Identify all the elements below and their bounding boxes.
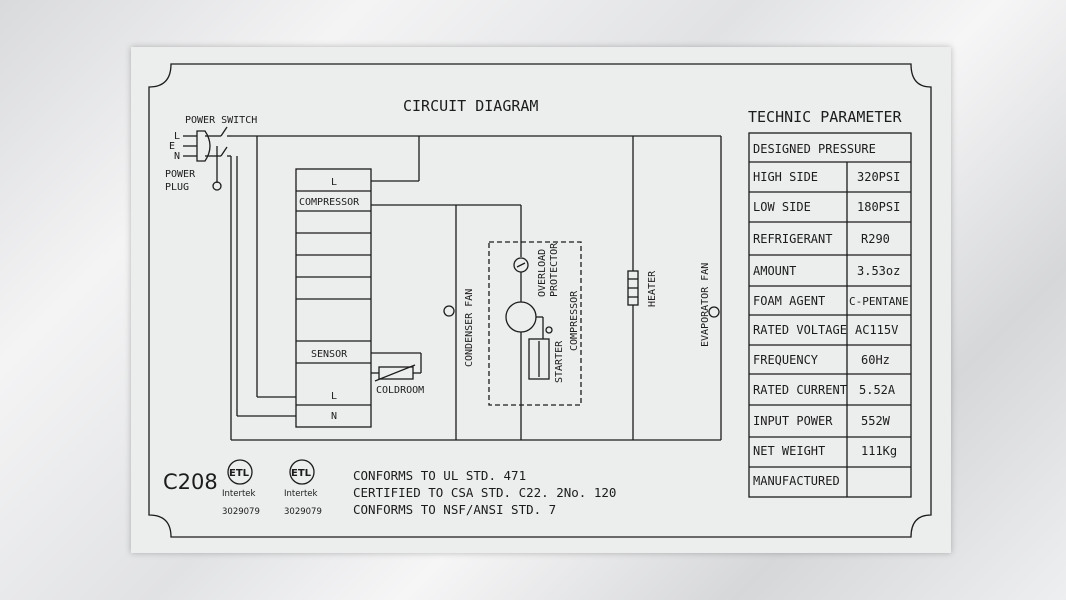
- coldroom-sensor-icon: [371, 352, 422, 382]
- param-label: RATED VOLTAGE: [753, 323, 847, 337]
- compressor-group: [488, 241, 582, 406]
- param-label: HIGH SIDE: [753, 170, 818, 184]
- param-label: FREQUENCY: [753, 353, 819, 367]
- standard-line: CONFORMS TO UL STD. 471: [353, 468, 526, 483]
- power-plug-icon: [183, 130, 211, 162]
- param-label: NET WEIGHT: [753, 444, 825, 458]
- param-label: AMOUNT: [753, 264, 796, 278]
- param-value: 111Kg: [861, 444, 897, 458]
- param-value: AC115V: [855, 323, 898, 337]
- param-label: RATED CURRENT: [753, 383, 847, 397]
- evaporator-fan-icon: [708, 306, 720, 318]
- condenser-fan-icon: [443, 305, 455, 317]
- plate-border: [148, 63, 932, 538]
- param-value: 3.53oz: [857, 264, 900, 278]
- plug-letter-n: N: [174, 151, 180, 162]
- param-label: MANUFACTURED: [753, 474, 840, 488]
- compressor-motor-icon: [505, 301, 537, 333]
- rating-plate: CIRCUIT DIAGRAM POWER SWITCH L E N POWER…: [131, 47, 951, 553]
- power-switch-icon: [205, 126, 231, 157]
- controller-row-compressor: COMPRESSOR: [299, 197, 360, 208]
- param-value: 180PSI: [857, 200, 900, 214]
- param-value: 60Hz: [861, 353, 890, 367]
- param-value: 320PSI: [857, 170, 900, 184]
- certificate-number: 3029079: [222, 507, 260, 517]
- param-label: FOAM AGENT: [753, 294, 825, 308]
- power-plug-label-2: PLUG: [165, 182, 189, 193]
- coldroom-label: COLDROOM: [376, 385, 424, 396]
- etl-logo-text: ETL: [291, 468, 312, 479]
- param-value: 5.52A: [859, 383, 896, 397]
- overload-protector-label-1: OVERLOAD: [537, 249, 548, 297]
- controller-block: [295, 168, 372, 428]
- parameters-table: [748, 132, 912, 498]
- etl-mark-icon: [227, 459, 253, 485]
- diagram-title: CIRCUIT DIAGRAM: [403, 97, 538, 115]
- controller-row-sensor: SENSOR: [311, 349, 348, 360]
- controller-row-l: L: [331, 177, 337, 188]
- certificate-number: 3029079: [284, 507, 322, 517]
- power-switch-label: POWER SWITCH: [185, 115, 257, 126]
- param-label: LOW SIDE: [753, 200, 811, 214]
- intertek-label: Intertek: [222, 489, 256, 499]
- param-value: R290: [861, 232, 890, 246]
- param-value: 552W: [861, 414, 891, 428]
- etl-mark-icon: [289, 459, 315, 485]
- param-label: REFRIGERANT: [753, 232, 832, 246]
- parameters-title: TECHNIC PARAMETER: [748, 108, 902, 126]
- compressor-label: COMPRESSOR: [569, 290, 580, 351]
- standard-line: CONFORMS TO NSF/ANSI STD. 7: [353, 502, 556, 517]
- etl-logo-text: ETL: [229, 468, 250, 479]
- parameters-section: DESIGNED PRESSURE: [753, 142, 876, 156]
- ground-icon-compressor: [545, 326, 553, 334]
- intertek-label: Intertek: [284, 489, 318, 499]
- controller-row-n: N: [331, 411, 337, 422]
- heater-label: HEATER: [647, 270, 658, 307]
- plate-drawing: CIRCUIT DIAGRAM POWER SWITCH L E N POWER…: [148, 63, 932, 538]
- plug-letter-e: E: [169, 141, 175, 152]
- power-plug-label-1: POWER: [165, 169, 196, 180]
- ground-icon-plug: [212, 146, 222, 191]
- standard-line: CERTIFIED TO CSA STD. C22. 2No. 120: [353, 485, 616, 500]
- param-value: C-PENTANE: [849, 295, 909, 308]
- model-code: C208: [163, 470, 218, 494]
- condenser-fan-label: CONDENSER FAN: [464, 289, 475, 367]
- starter-icon: [528, 338, 550, 380]
- starter-label: STARTER: [554, 340, 565, 383]
- param-label: INPUT POWER: [753, 414, 833, 428]
- overload-protector-label-2: PROTECTOR: [549, 242, 560, 297]
- evaporator-fan-label: EVAPORATOR FAN: [700, 263, 711, 347]
- controller-row-l2: L: [331, 391, 337, 402]
- plug-letter-l: L: [174, 131, 180, 142]
